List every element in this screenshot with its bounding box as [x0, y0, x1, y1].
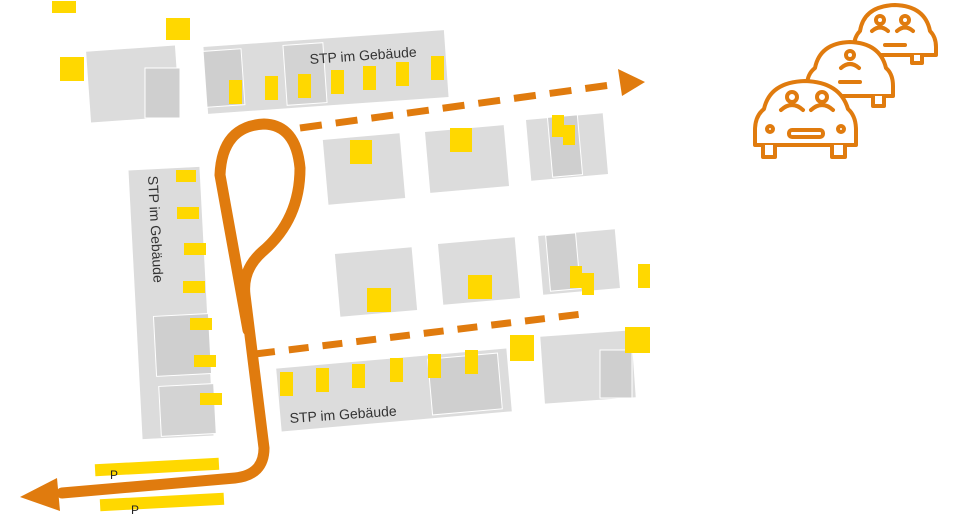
- parking-space: [52, 1, 76, 13]
- parking-space: [552, 115, 564, 137]
- car-icon-front: [753, 79, 858, 159]
- label-parking-p2: P: [131, 503, 139, 517]
- parking-space: [563, 125, 575, 145]
- label-parking-top: STP im Gebäude: [309, 44, 417, 67]
- building-bottom-row-seg: [427, 352, 503, 416]
- parking-space: [638, 264, 650, 288]
- label-parking-left: STP im Gebäude: [145, 175, 167, 283]
- building-top-left-part: [144, 67, 181, 119]
- parking-stall: [352, 364, 365, 388]
- parking-stall: [190, 318, 212, 330]
- parking-stall: [183, 281, 205, 293]
- route-main-loop: [56, 118, 306, 499]
- route: [56, 80, 619, 499]
- parking-stall: [465, 350, 478, 374]
- building-left-column-seg2: [158, 383, 217, 437]
- parking-space: [367, 288, 391, 312]
- route-dashed-bottom: [254, 310, 583, 358]
- parking-stall: [265, 76, 278, 100]
- parking-space: [510, 335, 534, 361]
- parking-stall: [280, 372, 293, 396]
- parking-space: [582, 273, 594, 295]
- car-queue-icon: [753, 3, 938, 159]
- parking-stall: [316, 368, 329, 392]
- parking-space: [350, 140, 372, 164]
- parking-stall: [177, 207, 199, 219]
- parking-strip-1: [94, 457, 220, 477]
- parking-stall: [396, 62, 409, 86]
- route-arrow-right-icon: [618, 69, 645, 96]
- parking-stall: [194, 355, 216, 367]
- parking-space: [450, 128, 472, 152]
- parking-strip-2: [99, 492, 225, 512]
- parking-space: [570, 266, 582, 288]
- route-dashed-top: [299, 80, 619, 132]
- label-parking-p1: P: [110, 468, 118, 482]
- parking-stall: [431, 56, 444, 80]
- parking-space: [468, 275, 492, 299]
- parking-stall: [229, 80, 242, 104]
- building-mid-2a: [333, 246, 419, 318]
- parking-stall: [331, 70, 344, 94]
- parking-stall: [428, 354, 441, 378]
- parking-spaces: [52, 1, 650, 512]
- parking-stall: [200, 393, 222, 405]
- building-mid-1a: [321, 132, 407, 206]
- building-bottom-right-part: [599, 349, 633, 399]
- parking-space: [166, 18, 190, 40]
- label-parking-bottom: STP im Gebäude: [289, 403, 397, 426]
- buildings: [85, 29, 637, 441]
- parking-stall: [390, 358, 403, 382]
- parking-space: [60, 57, 84, 81]
- parking-space: [625, 327, 650, 353]
- route-arrow-left-icon: [20, 478, 60, 511]
- building-mid-2b: [436, 236, 522, 306]
- parking-stall: [363, 66, 376, 90]
- parking-stall: [184, 243, 206, 255]
- parking-stall: [176, 170, 196, 182]
- parking-stall: [298, 74, 311, 98]
